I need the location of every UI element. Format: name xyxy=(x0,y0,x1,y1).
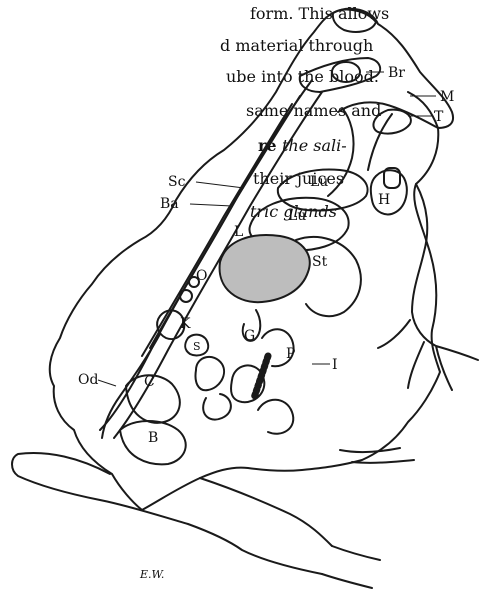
label-i: I xyxy=(332,357,338,373)
label-lu-lower: Lu xyxy=(288,208,306,224)
label-ba: Ba xyxy=(160,196,179,212)
hind-foot xyxy=(322,546,380,588)
artist-signature: E.W. xyxy=(139,568,165,581)
label-c: C xyxy=(144,374,155,390)
label-g: G xyxy=(244,328,255,344)
label-br: Br xyxy=(388,65,405,81)
leader-od xyxy=(98,380,116,386)
intestine-coil xyxy=(196,357,231,420)
label-sc: Sc xyxy=(168,174,186,190)
label-b: B xyxy=(148,430,158,446)
leader-sc xyxy=(196,182,244,188)
label-t: T xyxy=(434,109,444,125)
leader-ba xyxy=(190,204,232,206)
front-leg xyxy=(378,184,478,390)
label-st: St xyxy=(312,254,328,270)
esophagus xyxy=(328,108,354,196)
mouth-line xyxy=(338,102,438,128)
intestine-coil-3 xyxy=(258,400,293,434)
ovary-2 xyxy=(180,290,192,302)
backbone-line-2 xyxy=(142,104,292,356)
label-m: M xyxy=(440,89,454,105)
large-intestine xyxy=(254,356,268,398)
label-l: L xyxy=(234,224,243,240)
brain-lobe xyxy=(332,62,360,82)
label-h: H xyxy=(378,192,390,208)
right-foot-toes xyxy=(340,448,414,463)
liver xyxy=(220,235,310,302)
label-s: S xyxy=(193,340,201,353)
label-od: Od xyxy=(78,372,98,388)
label-lu-upper: Lu xyxy=(310,174,328,190)
label-o: O xyxy=(196,268,207,284)
trachea xyxy=(368,114,392,170)
label-k: K xyxy=(180,316,191,332)
label-p: P xyxy=(286,346,295,362)
